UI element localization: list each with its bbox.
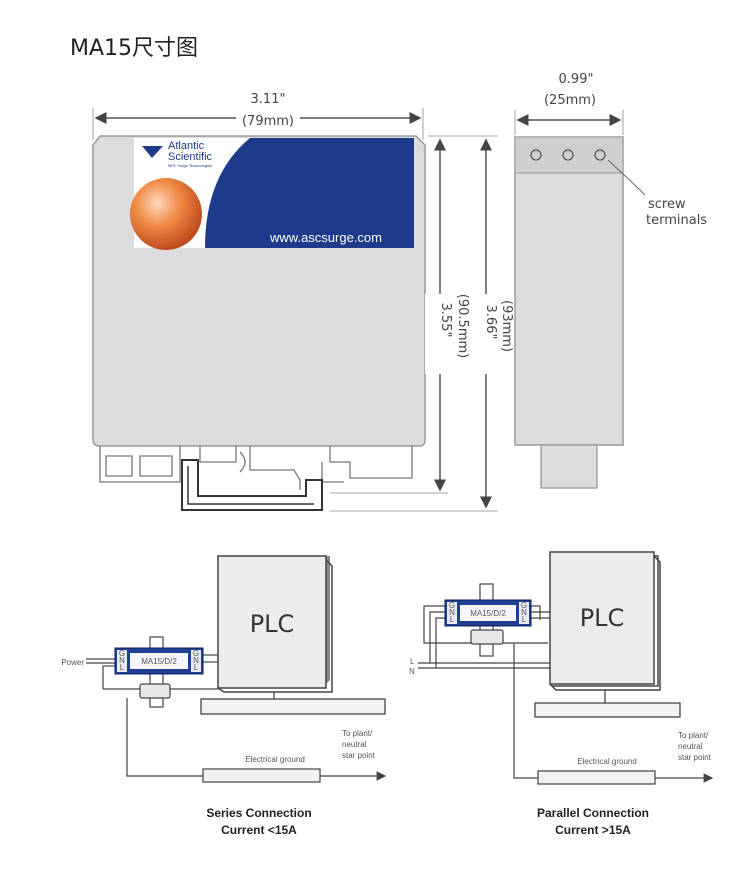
din-rail-clip bbox=[99, 446, 413, 490]
parallel-pin-left-n: N bbox=[449, 608, 455, 617]
width-inch-label: 3.11" bbox=[251, 92, 286, 107]
series-dest-line3: star point bbox=[342, 751, 376, 760]
series-connection-diagram: PLC MA15/D/2 G N L G N L Power bbox=[61, 555, 387, 837]
parallel-device-label: MA15/D/2 bbox=[470, 609, 506, 618]
parallel-n-label: N bbox=[409, 667, 415, 676]
parallel-pin-left-l: L bbox=[450, 615, 455, 624]
parallel-caption-line2: Current >15A bbox=[555, 823, 631, 837]
parallel-dest-line3: star point bbox=[678, 753, 712, 762]
screw-terminal-1 bbox=[530, 149, 542, 161]
series-pin-right-l: L bbox=[194, 663, 199, 672]
height1-inch-label: 3.55" bbox=[438, 303, 453, 338]
parallel-connection-diagram: PLC MA15/D/2 G N L G N L L N Ele bbox=[409, 551, 714, 837]
product-label: Atlantic Scientific MPL Surge Technologi… bbox=[130, 138, 414, 250]
parallel-pin-left-g: G bbox=[449, 601, 455, 610]
height2-inch-label: 3.66" bbox=[483, 305, 498, 340]
series-ground-bar bbox=[202, 768, 321, 783]
series-pin-right-n: N bbox=[193, 656, 199, 665]
width-mm-label: (79mm) bbox=[242, 114, 294, 129]
side-rail-foot bbox=[540, 444, 598, 489]
parallel-pin-right-g: G bbox=[521, 601, 527, 610]
parallel-ground-label: Electrical ground bbox=[577, 757, 637, 766]
parallel-plc-box bbox=[549, 551, 655, 685]
height1-mm-label: (90.5mm) bbox=[455, 294, 470, 358]
series-ground-label: Electrical ground bbox=[245, 755, 305, 764]
parallel-l-label: L bbox=[410, 657, 415, 666]
series-dest-line2: neutral bbox=[342, 740, 367, 749]
series-device-label: MA15/D/2 bbox=[141, 657, 177, 666]
series-plc-base bbox=[200, 698, 386, 715]
series-dest-line1: To plant/ bbox=[342, 729, 373, 738]
depth-inch-label: 0.99" bbox=[559, 72, 594, 87]
label-url: www.ascsurge.com bbox=[269, 230, 382, 245]
front-view: 3.11" (79mm) Atlantic Scientific MPL Sur… bbox=[92, 88, 514, 512]
height2-mm-label: (93mm) bbox=[499, 300, 514, 352]
brand-line1: Atlantic bbox=[168, 140, 205, 152]
parallel-dest-line2: neutral bbox=[678, 742, 703, 751]
screw-label-1: screw bbox=[648, 197, 686, 212]
series-pin-left-n: N bbox=[119, 656, 125, 665]
series-pin-left-g: G bbox=[119, 649, 125, 658]
parallel-plc-label: PLC bbox=[580, 604, 625, 632]
screw-label-2: terminals bbox=[646, 213, 707, 228]
series-caption-line1: Series Connection bbox=[206, 806, 311, 820]
depth-mm-label: (25mm) bbox=[544, 93, 596, 108]
side-housing bbox=[514, 136, 624, 446]
series-pin-right-g: G bbox=[193, 649, 199, 658]
series-power-label: Power bbox=[61, 658, 84, 667]
page-title: MA15尺寸图 bbox=[70, 36, 199, 61]
parallel-pin-right-l: L bbox=[522, 615, 527, 624]
brand-line2: Scientific bbox=[168, 151, 213, 163]
din-rail bbox=[181, 459, 323, 511]
parallel-caption-line1: Parallel Connection bbox=[537, 806, 649, 820]
series-wiring bbox=[86, 654, 387, 781]
series-pin-left-l: L bbox=[120, 663, 125, 672]
brand-tagline: MPL Surge Technologies bbox=[168, 163, 212, 168]
screw-terminal-2 bbox=[562, 149, 574, 161]
series-plc-label: PLC bbox=[250, 610, 295, 638]
series-plc-box bbox=[217, 555, 327, 689]
parallel-pin-right-n: N bbox=[521, 608, 527, 617]
series-caption-line2: Current <15A bbox=[221, 823, 297, 837]
parallel-plc-base bbox=[534, 702, 681, 718]
parallel-ground-bar bbox=[537, 770, 656, 785]
screw-terminal-3 bbox=[594, 149, 606, 161]
parallel-dest-line1: To plant/ bbox=[678, 731, 709, 740]
side-view: 0.99" (25mm) screw terminals bbox=[514, 72, 707, 489]
logo-orb bbox=[130, 178, 202, 250]
